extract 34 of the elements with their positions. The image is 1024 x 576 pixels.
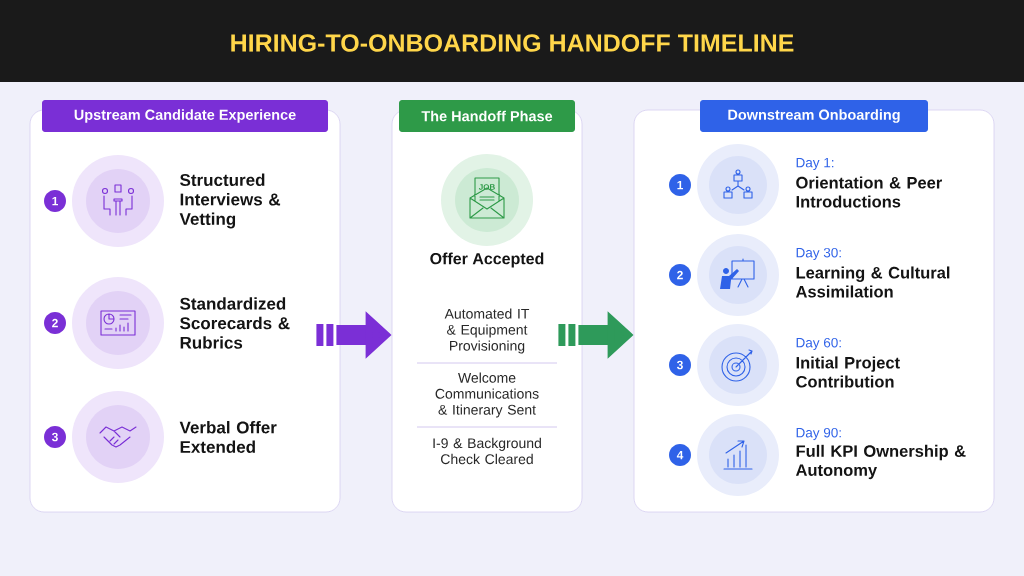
day-label: Day 60:	[796, 337, 841, 351]
number-badge: 2	[669, 264, 691, 286]
icon-circle	[697, 234, 779, 316]
number-badge: 4	[669, 444, 691, 466]
panel-header: The Handoff Phase	[399, 100, 575, 132]
step-label: Offer Accepted	[430, 252, 544, 268]
icon-circle	[697, 144, 779, 226]
icon-circle	[441, 154, 533, 246]
number-badge: 3	[669, 354, 691, 376]
step-label: Orientation & Peer Introductions	[796, 176, 942, 208]
step-label: Learning & Cultural Assimilation	[795, 266, 950, 298]
day-label: Day 1:	[796, 157, 834, 171]
icon-circle	[72, 391, 164, 483]
icon-circle	[697, 324, 779, 406]
step-label: Verbal Offer Extended	[179, 421, 277, 453]
step-text: Welcome Communications & Itinerary Sent	[435, 372, 539, 418]
step-label: Structured Interviews & Vetting	[179, 173, 281, 229]
day-label: Day 30:	[796, 247, 841, 261]
step-text: Automated IT & Equipment Provisioning	[444, 308, 530, 354]
day-label: Day 90:	[796, 427, 841, 441]
number-badge: 3	[44, 426, 66, 448]
title-bar: HIRING-TO-ONBOARDING HANDOFF TIMELINE	[0, 0, 1024, 82]
step-label: Standardized Scorecards & Rubrics	[180, 297, 290, 349]
icon-circle	[72, 155, 164, 247]
step-label: Initial Project Contribution	[796, 356, 900, 388]
number-badge: 1	[44, 190, 66, 212]
step-label: Full KPI Ownership & Autonomy	[795, 444, 966, 480]
icon-circle	[72, 277, 164, 369]
icon-circle	[697, 414, 779, 496]
panel-header: Upstream Candidate Experience	[42, 100, 328, 132]
number-badge: 1	[669, 174, 691, 196]
panel-header: Downstream Onboarding	[700, 100, 928, 132]
number-badge: 2	[44, 312, 66, 334]
step-text: I-9 & Background Check Cleared	[433, 437, 541, 465]
